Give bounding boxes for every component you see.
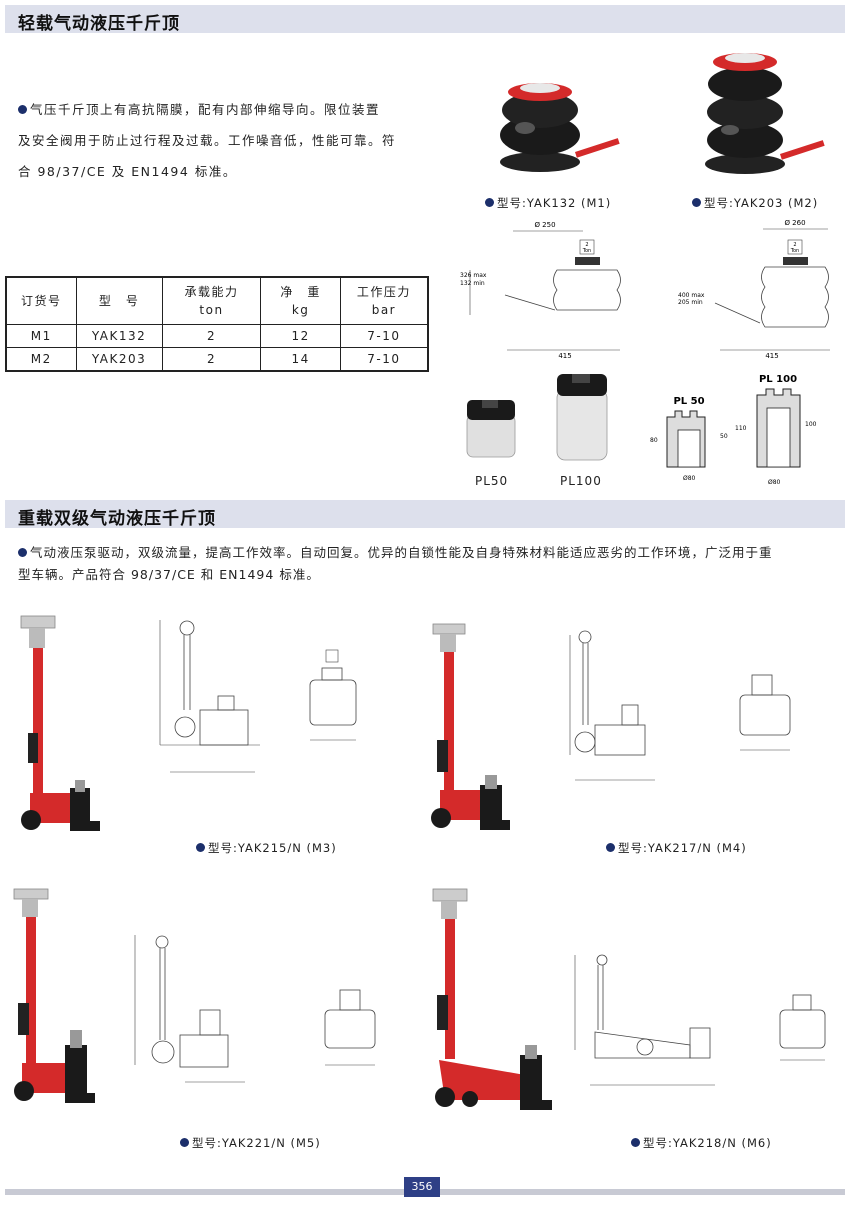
bullet-icon	[692, 198, 701, 207]
svg-text:PL 100: PL 100	[759, 374, 797, 385]
section-title: 轻载气动液压千斤顶	[18, 14, 180, 34]
svg-text:Ø 260: Ø 260	[784, 219, 805, 227]
section-header-heavy-jacks: 重载双级气动液压千斤顶	[5, 500, 845, 529]
pl100-label: PL100	[560, 474, 602, 488]
svg-text:PL 50: PL 50	[673, 396, 704, 407]
bullet-icon	[196, 843, 205, 852]
bullet-icon	[631, 1138, 640, 1147]
drawing-dim: 132 min	[460, 280, 485, 287]
desc-line: 气压千斤顶上有高抗隔膜，配有内部伸缩导向。限位装置	[30, 102, 381, 117]
svg-text:415: 415	[765, 352, 778, 360]
drawing-m4	[569, 630, 791, 781]
jack-photo-m1	[500, 83, 620, 172]
jack-photo-m5	[13, 888, 95, 1103]
drawing-dim: 400 max	[678, 292, 705, 299]
jack-photo-m4	[431, 623, 510, 830]
svg-text:110: 110	[735, 425, 747, 432]
svg-text:Ton: Ton	[582, 248, 591, 254]
pl50-photo	[466, 400, 516, 458]
drawing-m2: Ø 260 2 Ton 400 max 205 min 415	[678, 219, 830, 360]
svg-text:415: 415	[558, 352, 571, 360]
caption-m2: 型号:YAK203 (M2)	[692, 195, 818, 211]
bullet-icon	[180, 1138, 189, 1147]
table-row: M2 YAK203 2 14 7-10	[5, 347, 429, 372]
table-row: M1 YAK132 2 12 7-10	[5, 324, 429, 348]
svg-text:50: 50	[720, 433, 728, 440]
jack-photo-m6	[432, 888, 552, 1110]
caption-m5: 型号:YAK221/N (M5)	[180, 1135, 321, 1151]
caption-m4: 型号:YAK217/N (M4)	[606, 840, 747, 856]
svg-text:Ø80: Ø80	[768, 479, 781, 486]
drawing-m6	[574, 954, 826, 1086]
pl100-photo	[556, 374, 608, 461]
bullet-icon	[606, 843, 615, 852]
caption-m6: 型号:YAK218/N (M6)	[631, 1135, 772, 1151]
drawing-dim: 205 min	[678, 299, 703, 306]
desc-line: 型车辆。产品符合 98/37/CE 和 EN1494 标准。	[18, 567, 320, 582]
drawing-m1: Ø 250 2 Ton 326 max 132 min 415	[460, 221, 621, 360]
caption-m3: 型号:YAK215/N (M3)	[196, 840, 337, 856]
header-cell: 订货号	[5, 276, 77, 325]
section-title: 重载双级气动液压千斤顶	[18, 509, 216, 529]
svg-text:Ø80: Ø80	[683, 475, 696, 482]
jack-photo-m2	[705, 53, 825, 174]
desc-line: 气动液压泵驱动，双级流量，提高工作效率。自动回复。优异的自锁性能及自身特殊材料能…	[30, 545, 773, 560]
svg-text:Ton: Ton	[790, 248, 799, 254]
desc-line: 合 98/37/CE 及 EN1494 标准。	[18, 164, 237, 179]
drawing-m3	[159, 620, 357, 773]
drawing-pl50-pl100: PL 50 80 50 Ø80 PL 100 110 100 Ø80	[650, 374, 817, 486]
bullet-icon	[485, 198, 494, 207]
pl50-label: PL50	[475, 474, 509, 488]
svg-text:100: 100	[805, 421, 817, 428]
drawing-m5	[134, 935, 376, 1083]
svg-text:80: 80	[650, 437, 658, 444]
desc-line: 及安全阀用于防止过行程及过载。工作噪音低，性能可靠。符	[18, 133, 397, 148]
page-number: 356	[404, 1177, 440, 1197]
svg-text:2: 2	[585, 242, 588, 248]
svg-text:Ø 250: Ø 250	[534, 221, 555, 229]
section1-description: 气压千斤顶上有高抗隔膜，配有内部伸缩导向。限位装置 及安全阀用于防止过行程及过载…	[18, 94, 448, 187]
bullet-icon	[18, 548, 27, 557]
svg-text:2: 2	[793, 242, 796, 248]
section-header-light-jacks: 轻载气动液压千斤顶	[5, 5, 845, 34]
section2-description: 气动液压泵驱动，双级流量，提高工作效率。自动回复。优异的自锁性能及自身特殊材料能…	[18, 542, 848, 586]
caption-m1: 型号:YAK132 (M1)	[485, 195, 611, 211]
header-cell: 型 号	[75, 276, 163, 325]
drawing-dim: 326 max	[460, 272, 487, 279]
jack-photo-m3	[20, 615, 100, 831]
bullet-icon	[18, 105, 27, 114]
